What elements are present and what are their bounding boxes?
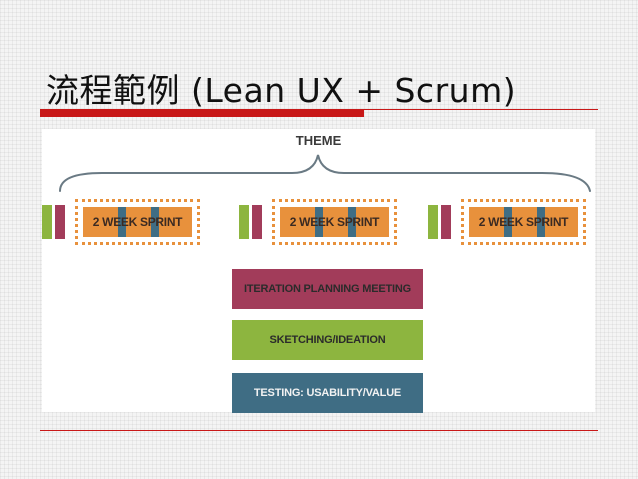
slide-title: 流程範例 (Lean UX + Scrum) xyxy=(46,71,517,110)
legend-sketching: SKETCHING/IDEATION xyxy=(232,320,423,360)
testing-stripe xyxy=(537,207,545,237)
legend-iteration-planning: ITERATION PLANNING MEETING xyxy=(232,269,423,309)
sprint-box: 2 WEEK SPRINT xyxy=(272,199,397,245)
iteration-planning-marker xyxy=(55,205,65,239)
sprint-fill: 2 WEEK SPRINT xyxy=(280,207,389,237)
legend-testing: TESTING: USABILITY/VALUE xyxy=(232,373,423,413)
lean-ux-scrum-diagram: THEME 2 WEEK SPRINT 2 WEEK SPRINT xyxy=(42,129,595,413)
sprint-box: 2 WEEK SPRINT xyxy=(461,199,586,245)
sprint-group-3: 2 WEEK SPRINT xyxy=(428,199,588,245)
title-underline-thick xyxy=(40,110,364,117)
sprint-fill: 2 WEEK SPRINT xyxy=(83,207,192,237)
sprint-fill: 2 WEEK SPRINT xyxy=(469,207,578,237)
iteration-planning-marker xyxy=(252,205,262,239)
theme-brace xyxy=(59,154,591,192)
sketching-marker xyxy=(239,205,249,239)
footer-rule xyxy=(40,430,598,431)
sprint-label: 2 WEEK SPRINT xyxy=(289,215,380,229)
sprint-group-2: 2 WEEK SPRINT xyxy=(239,199,399,245)
testing-stripe xyxy=(504,207,512,237)
testing-stripe xyxy=(118,207,126,237)
sketching-marker xyxy=(42,205,52,239)
testing-stripe xyxy=(151,207,159,237)
sprint-group-1: 2 WEEK SPRINT xyxy=(42,199,202,245)
theme-label: THEME xyxy=(295,133,342,148)
sprint-box: 2 WEEK SPRINT xyxy=(75,199,200,245)
testing-stripe xyxy=(348,207,356,237)
iteration-planning-marker xyxy=(441,205,451,239)
sketching-marker xyxy=(428,205,438,239)
sprint-label: 2 WEEK SPRINT xyxy=(92,215,183,229)
sprint-label: 2 WEEK SPRINT xyxy=(478,215,569,229)
title-underline-thin xyxy=(40,109,598,110)
testing-stripe xyxy=(315,207,323,237)
